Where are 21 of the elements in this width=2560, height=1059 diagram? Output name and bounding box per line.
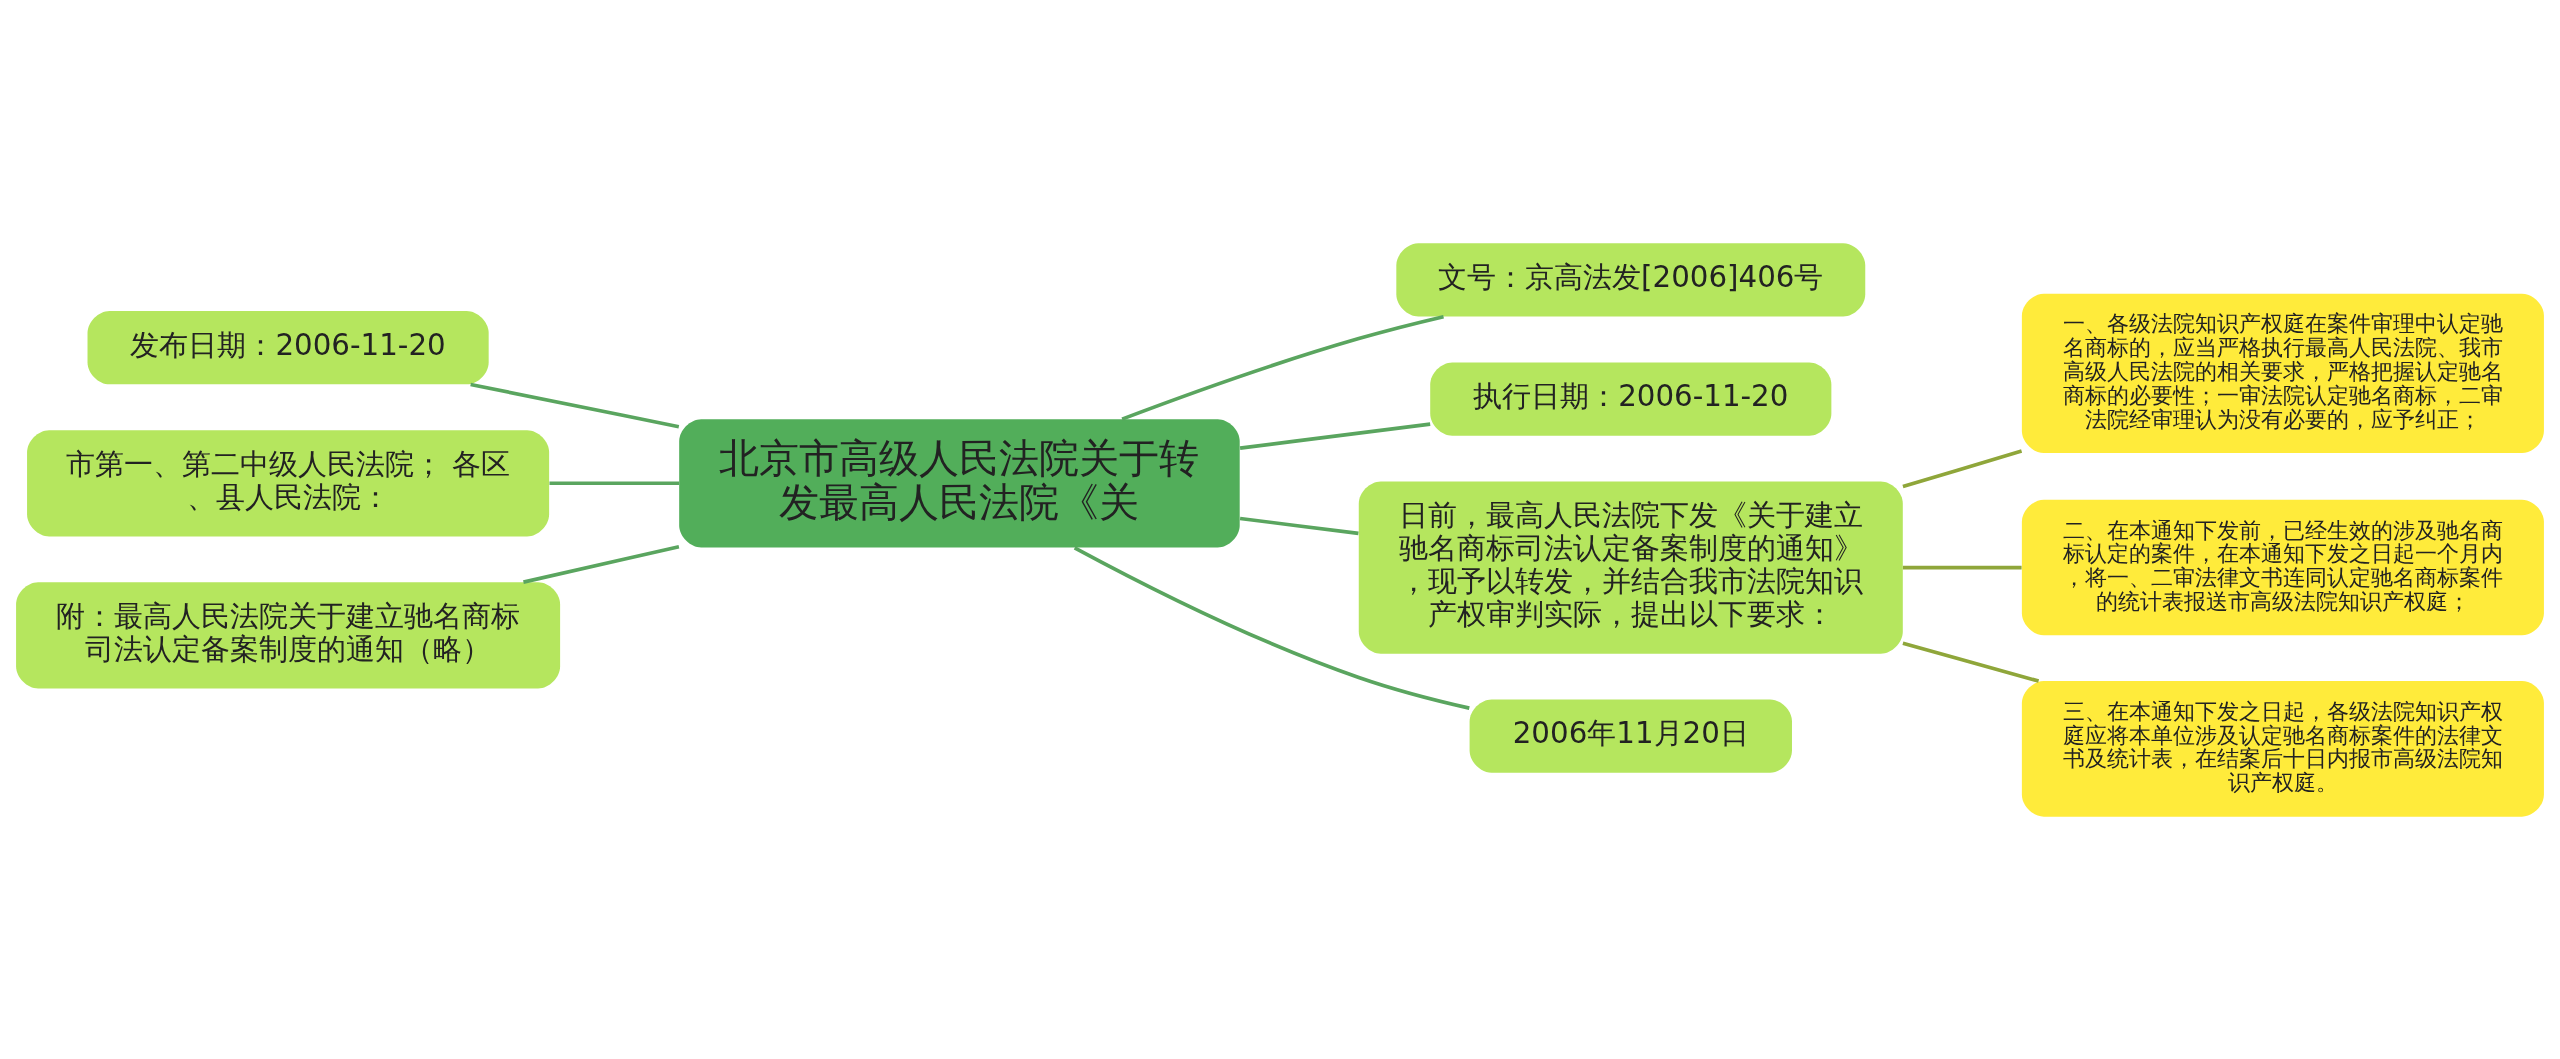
connector (1239, 516, 1359, 535)
connector (1902, 448, 2023, 488)
node-box: 文号：京高法发[2006]406号 (1396, 242, 1866, 317)
node-box: 北京市高级人民法院关于转发最高人民法院《关 (679, 418, 1240, 547)
node-box: 发布日期：2006-11-20 (87, 310, 489, 384)
node-box: 市第一、第二中级人民法院； 各区、县人民法院： (27, 429, 550, 536)
node-box: 执行日期：2006-11-20 (1430, 361, 1832, 436)
node-box: 2006年11月20日 (1469, 698, 1792, 773)
connector (470, 382, 680, 428)
connector (1239, 421, 1431, 450)
connector (549, 480, 680, 485)
connector (1902, 640, 2040, 683)
connector (1073, 545, 1470, 710)
node-box: 附：最高人民法院关于建立驰名商标司法认定备案制度的通知（略） (16, 581, 561, 688)
connector (1121, 314, 1444, 421)
connector (1902, 565, 2022, 569)
connector (523, 544, 680, 584)
node-box: 三、在本通知下发之日起，各级法院知识产权庭应将本单位涉及认定驰名商标案件的法律文书及统计表，在结案后十日内报市高级法院知识产权庭。 (2021, 680, 2544, 817)
node-box: 二、在本通知下发前，已经生效的涉及驰名商标认定的案件，在本通知下发之日起一个月内，将一、二审法律文书连同认定驰名商标案件的统计表报送市高级法院知识产权庭； (2021, 499, 2544, 635)
node-box: 一、各级法院知识产权庭在案件审理中认定驰名商标的，应当严格执行最高人民法院、我市高级人民法院的相关要求，严格把握认定驰名商标的必要性；一审法院认定驰名商标，二审法院经审理认为没有必要的，应予纠正； (2021, 293, 2544, 453)
node-box: 日前，最高人民法院下发《关于建立驰名商标司法认定备案制度的通知》，现予以转发，并结合我市法院知识产权审判实际，提出以下要求： (1358, 480, 1903, 654)
